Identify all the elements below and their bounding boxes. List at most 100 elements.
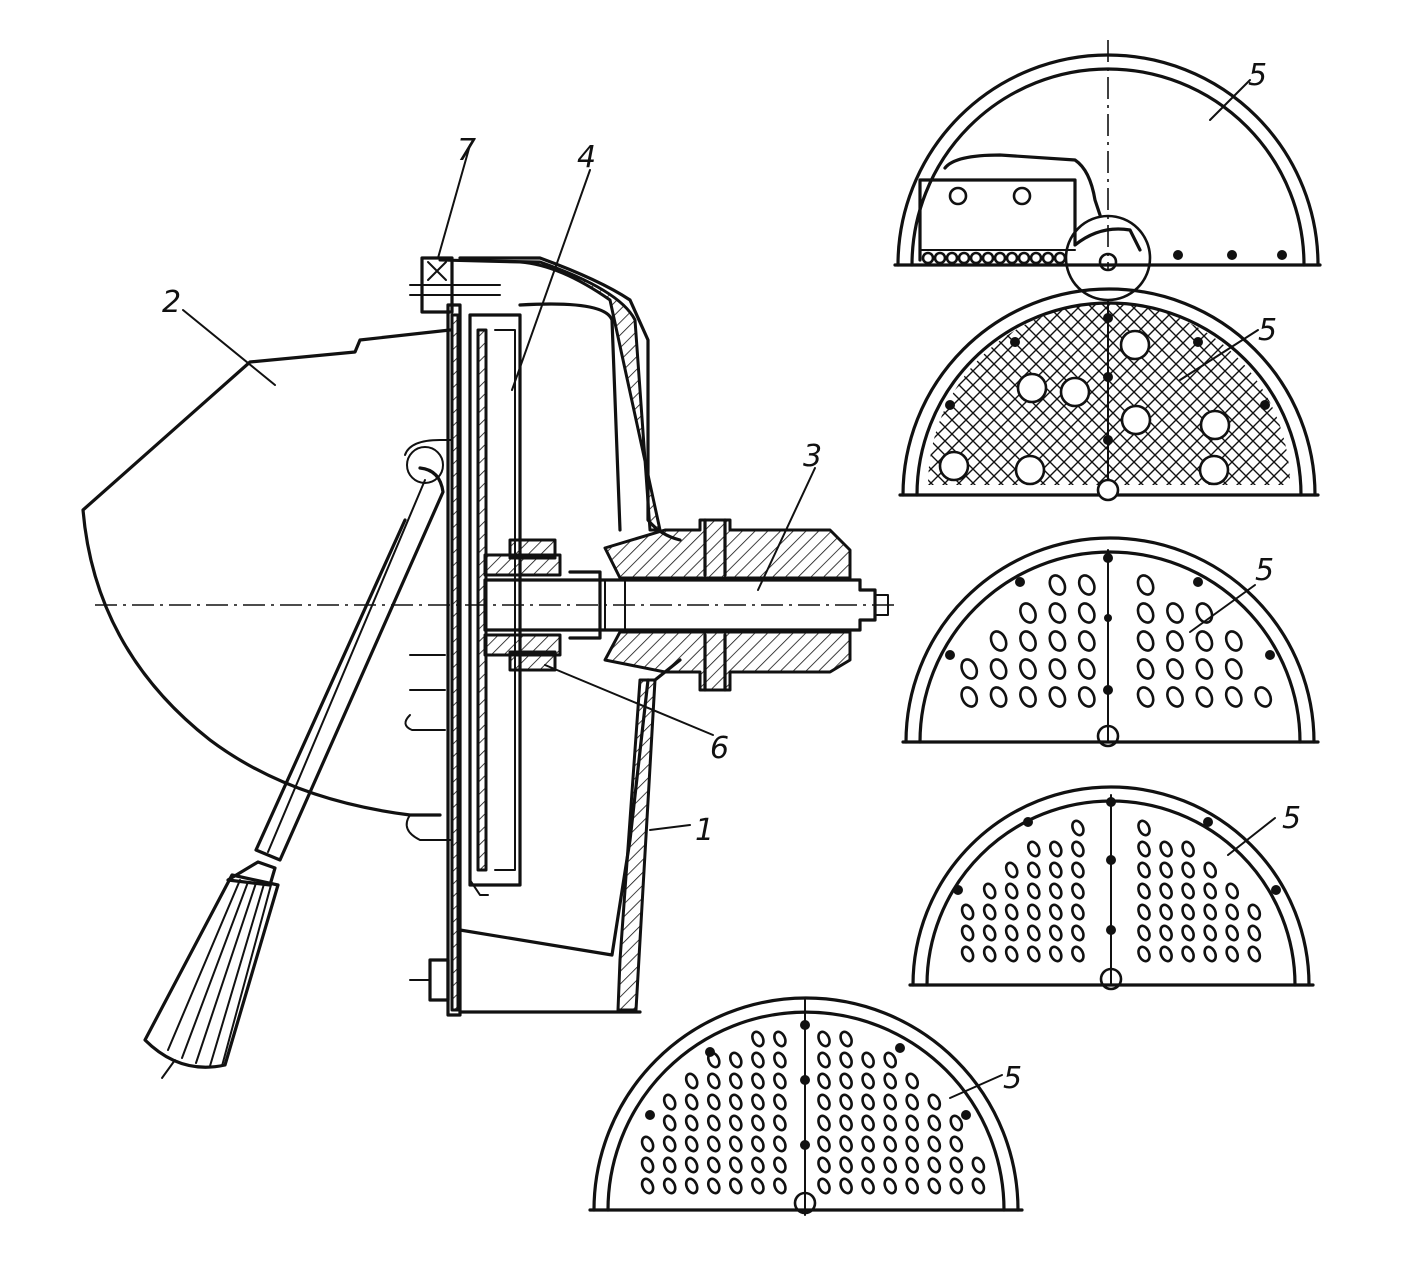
perforation-hole [706, 1072, 721, 1090]
perforation-hole [1181, 861, 1195, 879]
perforation-hole [706, 1093, 721, 1111]
perforation-hole [728, 1135, 743, 1153]
hub-collar [568, 570, 602, 640]
perforation-hole [728, 1156, 743, 1174]
perforation-hole [1225, 882, 1240, 900]
knife-bottom [469, 879, 489, 896]
perforation-hole [1137, 903, 1151, 921]
perforation-hole [1004, 903, 1019, 921]
perforation-hole [1195, 602, 1214, 624]
perforation-hole [1071, 903, 1085, 921]
perforation-hole [1247, 924, 1262, 942]
screen-plate-2 [898, 287, 1320, 502]
perforation-hole [662, 1093, 677, 1111]
perforation-hole [1224, 630, 1243, 652]
perforation-hole [949, 1114, 964, 1132]
perforation-hole [1048, 658, 1067, 680]
perforation-hole [1195, 658, 1214, 680]
perforation-hole [1019, 658, 1037, 680]
perforation-hole [1048, 602, 1067, 624]
perforation-hole [927, 1156, 942, 1174]
perforation-hole [1048, 861, 1063, 879]
perforation-hole [1203, 924, 1218, 942]
perforation-hole [861, 1093, 875, 1111]
perforation-hole [1137, 882, 1151, 900]
perforation-hole [1077, 602, 1096, 624]
housing-top [438, 258, 662, 532]
label-1: 1 [695, 813, 714, 848]
perforation-hole [1166, 658, 1184, 680]
label-3: 3 [803, 439, 822, 474]
knife-inner [494, 329, 516, 871]
perforation-hole [1181, 840, 1195, 858]
perforation-hole [982, 882, 997, 900]
bushing-bolts [703, 518, 727, 692]
perforation-hole [839, 1135, 853, 1153]
perforation-hole [751, 1030, 765, 1048]
perforation-hole [1026, 861, 1041, 879]
perforation-hole [728, 1177, 743, 1195]
perforation-hole [1159, 945, 1173, 963]
label-5-plate-4: 5 [1282, 801, 1301, 836]
perforation-hole [1019, 602, 1037, 624]
perforation-hole [1048, 686, 1067, 708]
perforation-hole [1166, 630, 1184, 652]
perforation-hole [728, 1051, 743, 1069]
perforation-hole [640, 1156, 655, 1174]
perforation-hole [1225, 924, 1240, 942]
perforation-hole [1026, 945, 1041, 963]
perforation-hole [751, 1135, 765, 1153]
lever-arm [254, 466, 445, 862]
perforation-hole [1181, 945, 1195, 963]
perforation-hole [728, 1114, 743, 1132]
handle [143, 860, 280, 1079]
hub-nut-top [508, 538, 557, 560]
perforation-hole [883, 1093, 898, 1111]
perforation-hole [1195, 630, 1214, 652]
perforation-hole [1203, 861, 1218, 879]
perforation-hole [1071, 861, 1085, 879]
perforation-hole [861, 1114, 875, 1132]
perforation-hole [1137, 819, 1151, 837]
perforation-hole [960, 686, 979, 708]
perforation-hole [839, 1093, 853, 1111]
perforation-hole [1225, 945, 1240, 963]
perforation-hole [839, 1051, 853, 1069]
label-5-plate-5: 5 [1003, 1061, 1022, 1096]
perforation-hole [706, 1177, 721, 1195]
perforation-hole [1019, 630, 1037, 652]
perforation-hole [773, 1156, 787, 1174]
perforation-hole [817, 1114, 831, 1132]
perforation-hole [1004, 882, 1019, 900]
lever-arm-edge [267, 479, 426, 853]
bolt-shaft [409, 284, 501, 296]
perforation-hole [861, 1177, 875, 1195]
perforation-hole [927, 1135, 942, 1153]
perforation-hole [1071, 945, 1085, 963]
label-7: 7 [457, 133, 476, 168]
label-5-plate-3: 5 [1255, 553, 1274, 588]
perforation-hole [905, 1093, 920, 1111]
perforation-hole [949, 1177, 964, 1195]
foot-knob [428, 958, 450, 1002]
perforation-hole [949, 1135, 964, 1153]
perforation-hole [706, 1156, 721, 1174]
perforation-hole [751, 1114, 765, 1132]
perforation-hole [1048, 630, 1067, 652]
perforation-hole [1071, 882, 1085, 900]
label-5-plate-2: 5 [1258, 313, 1277, 348]
leader-lines [182, 144, 816, 831]
perforation-hole [1077, 658, 1096, 680]
hinge-bracket [404, 439, 453, 456]
perforation-hole [773, 1072, 787, 1090]
perforation-hole [773, 1135, 787, 1153]
screen-plate-5 [588, 996, 1024, 1216]
perforation-hole [839, 1030, 853, 1048]
perforation-hole [773, 1051, 787, 1069]
perforation-hole [861, 1156, 875, 1174]
perforation-hole [1048, 882, 1063, 900]
perforation-hole [662, 1114, 677, 1132]
perforation-hole [640, 1135, 655, 1153]
perforation-hole [751, 1156, 765, 1174]
perforation-hole [960, 658, 979, 680]
